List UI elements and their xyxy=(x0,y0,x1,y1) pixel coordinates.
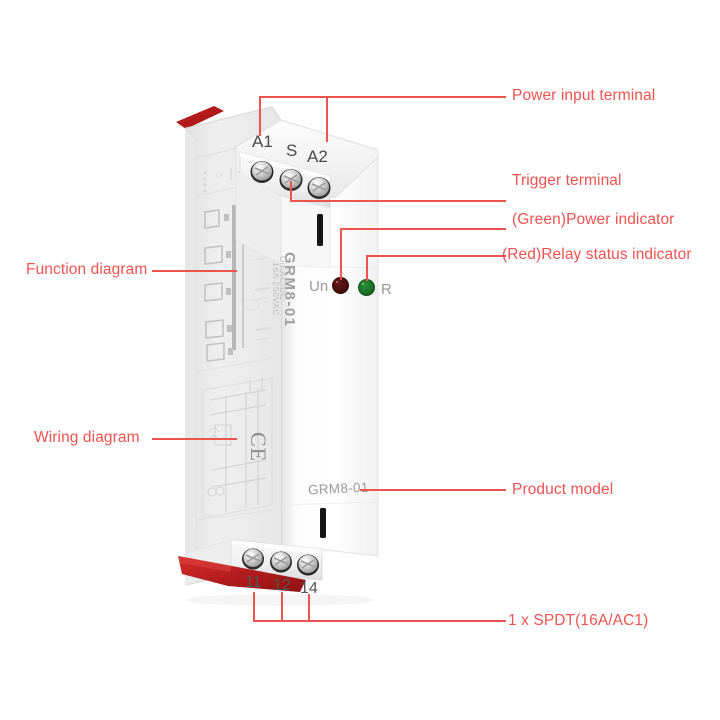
relay-status-led xyxy=(332,277,349,294)
terminal-label-s: S xyxy=(286,141,298,160)
terminal-label-12: 12 xyxy=(273,577,291,594)
leader-spdt-v3 xyxy=(308,594,310,620)
vent-slot-lower xyxy=(320,508,326,538)
wiring-diagram-artwork xyxy=(202,377,273,519)
terminal-label-11: 11 xyxy=(245,574,262,591)
leader-power-input-h xyxy=(259,96,506,98)
leader-power-input-v1 xyxy=(259,96,261,136)
annotation-product-model: Product model xyxy=(512,481,614,498)
side-spec-line-2: 16A 250VAC xyxy=(271,262,281,317)
leader-trigger-horizontal xyxy=(290,200,506,202)
leader-spdt-v1 xyxy=(253,592,255,620)
leader-product-model xyxy=(360,489,506,491)
annotation-power-indicator: (Green)Power indicator xyxy=(512,211,675,228)
leader-power-indicator-horizontal xyxy=(366,255,506,257)
leader-power-input-v2 xyxy=(326,96,328,142)
annotation-power-input-terminal: Power input terminal xyxy=(512,87,656,104)
annotation-function-diagram: Function diagram xyxy=(26,261,148,278)
bottom-screws xyxy=(242,548,319,576)
top-screws xyxy=(250,161,331,199)
leader-function-diagram xyxy=(152,270,237,272)
led-label-r: R xyxy=(381,281,392,298)
leader-spdt-horizontal xyxy=(253,620,506,622)
leader-spdt-v2 xyxy=(281,592,283,620)
leader-trigger-vertical-final-seg xyxy=(290,181,292,201)
annotation-relay-status-indicator: (Red)Relay status indicator xyxy=(502,246,692,263)
function-diagram-artwork xyxy=(204,203,244,362)
leader-wiring-diagram xyxy=(152,438,237,440)
annotation-contact-rating: 1 x SPDT(16A/AC1) xyxy=(508,612,649,629)
led-label-un: Un xyxy=(309,278,329,295)
leader-relay-status-vertical xyxy=(340,228,342,280)
din-clip-top xyxy=(176,106,224,129)
leader-relay-status-horizontal xyxy=(340,228,506,230)
ce-mark-icon: CE xyxy=(246,432,271,463)
annotation-wiring-diagram: Wiring diagram xyxy=(34,429,140,446)
annotation-trigger-terminal: Trigger terminal xyxy=(512,172,622,189)
terminal-label-a1: A1 xyxy=(252,132,273,151)
terminal-label-14: 14 xyxy=(300,580,318,597)
power-led xyxy=(358,279,375,296)
vent-slot-upper xyxy=(317,214,323,246)
leader-power-indicator-vertical xyxy=(366,255,368,281)
terminal-label-a2: A2 xyxy=(307,147,328,166)
